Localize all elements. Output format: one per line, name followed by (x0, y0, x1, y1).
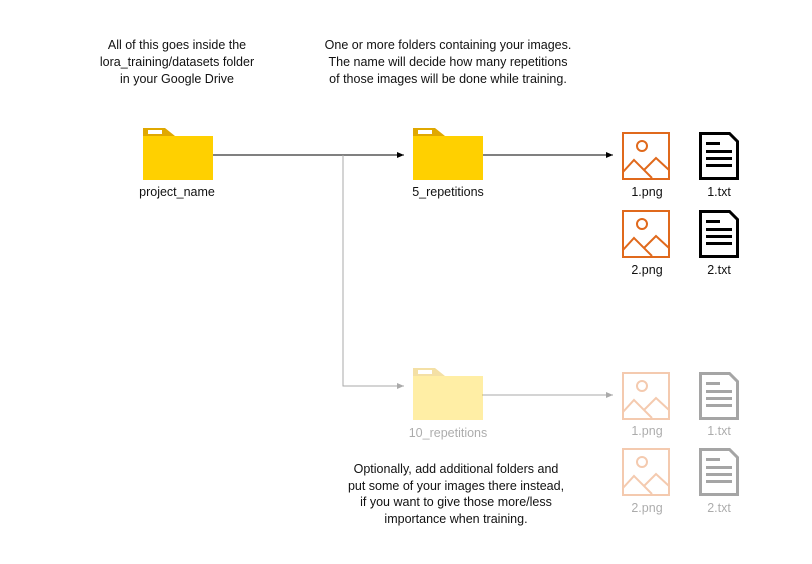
image-file-icon (622, 448, 670, 499)
image-file-label: 1.png (631, 424, 663, 438)
text-file-label: 1.txt (707, 424, 731, 438)
folder-icon (413, 128, 483, 180)
text-file-icon (699, 448, 739, 499)
note-line: in your Google Drive (120, 72, 234, 86)
note-line: Optionally, add additional folders and (353, 462, 559, 476)
folder-label-main: 5_repetitions (412, 185, 484, 199)
note-top-middle: One or more folders containing your imag… (325, 37, 572, 88)
folder-label-root: project_name (139, 185, 215, 199)
note-line: importance when training. (384, 511, 528, 526)
folder-icon (413, 368, 483, 420)
arrow-root-to-optional (342, 155, 404, 389)
image-file-label: 2.png (631, 263, 663, 277)
folder-icon (143, 128, 213, 180)
text-file-label: 1.txt (707, 185, 731, 199)
note-line: lora_training/datasets folder (99, 55, 255, 69)
text-file-label: 2.txt (707, 263, 731, 277)
folder-label-optional: 10_repetitions (408, 426, 488, 440)
text-file-icon (699, 372, 739, 423)
image-file-icon (622, 210, 670, 261)
image-file-label: 1.png (631, 185, 663, 199)
note-line: put some of your images there instead, (347, 478, 565, 493)
note-line: if you want to give those more/less (360, 495, 552, 509)
note-bottom: Optionally, add additional folders and p… (348, 461, 564, 527)
text-file-icon (699, 210, 739, 261)
note-line: The name will decide how many repetition… (328, 55, 568, 69)
image-file-icon (622, 372, 670, 423)
text-file-icon (699, 132, 739, 183)
note-top-left: All of this goes inside the lora_trainin… (100, 37, 254, 88)
note-line: of those images will be done while train… (329, 72, 567, 86)
note-line: All of this goes inside the (107, 38, 247, 52)
image-file-icon (622, 132, 670, 183)
image-file-label: 2.png (631, 501, 663, 515)
note-line: One or more folders containing your imag… (324, 38, 572, 52)
text-file-label: 2.txt (707, 501, 731, 515)
